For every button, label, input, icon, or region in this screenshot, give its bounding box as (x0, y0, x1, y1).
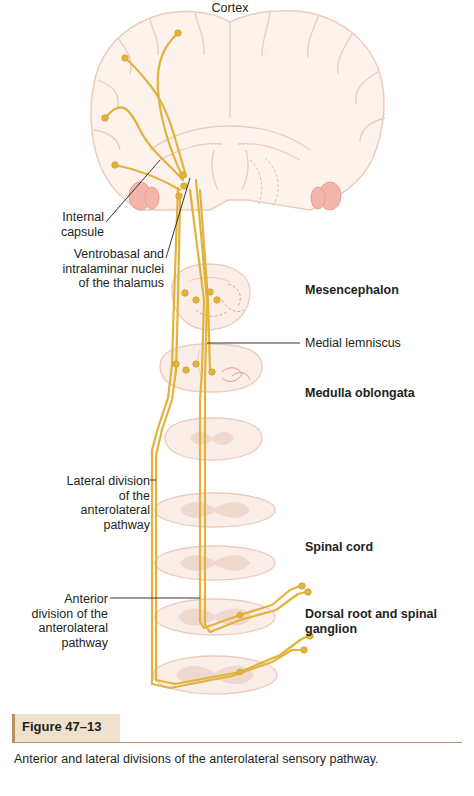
part-label: Mesencephalon (305, 283, 455, 298)
part-label: Anterior division of the anterolateral p… (20, 592, 108, 650)
part-label: Dorsal root and spinal ganglion (305, 607, 465, 636)
brain-sulci (94, 12, 385, 190)
spinal-cord-sections (153, 418, 277, 694)
basal-ganglia (129, 182, 341, 210)
figure-number-band (12, 714, 120, 742)
leader-lines (106, 160, 300, 598)
part-label: Lateral division of the anterolateral pa… (62, 474, 150, 532)
part-label: Medulla oblongata (305, 386, 455, 401)
mesencephalon-section (172, 264, 250, 330)
pathway-fibres (105, 33, 308, 688)
caption-rule (12, 742, 462, 743)
nerve-terminals (102, 30, 314, 675)
brain-section (91, 11, 384, 210)
part-label: Internal capsule (46, 210, 104, 239)
part-label: Spinal cord (305, 540, 455, 555)
grey-matter (176, 432, 254, 684)
part-label: Ventrobasal and intralaminar nuclei of t… (62, 247, 164, 291)
figure-number: Figure 47–13 (22, 720, 118, 735)
thalamus-outline (250, 158, 278, 208)
part-label: Cortex (190, 1, 270, 16)
figure-caption: Anterior and lateral divisions of the an… (14, 752, 464, 767)
figure-number-bar (12, 714, 15, 742)
part-label: Medial lemniscus (305, 336, 455, 351)
